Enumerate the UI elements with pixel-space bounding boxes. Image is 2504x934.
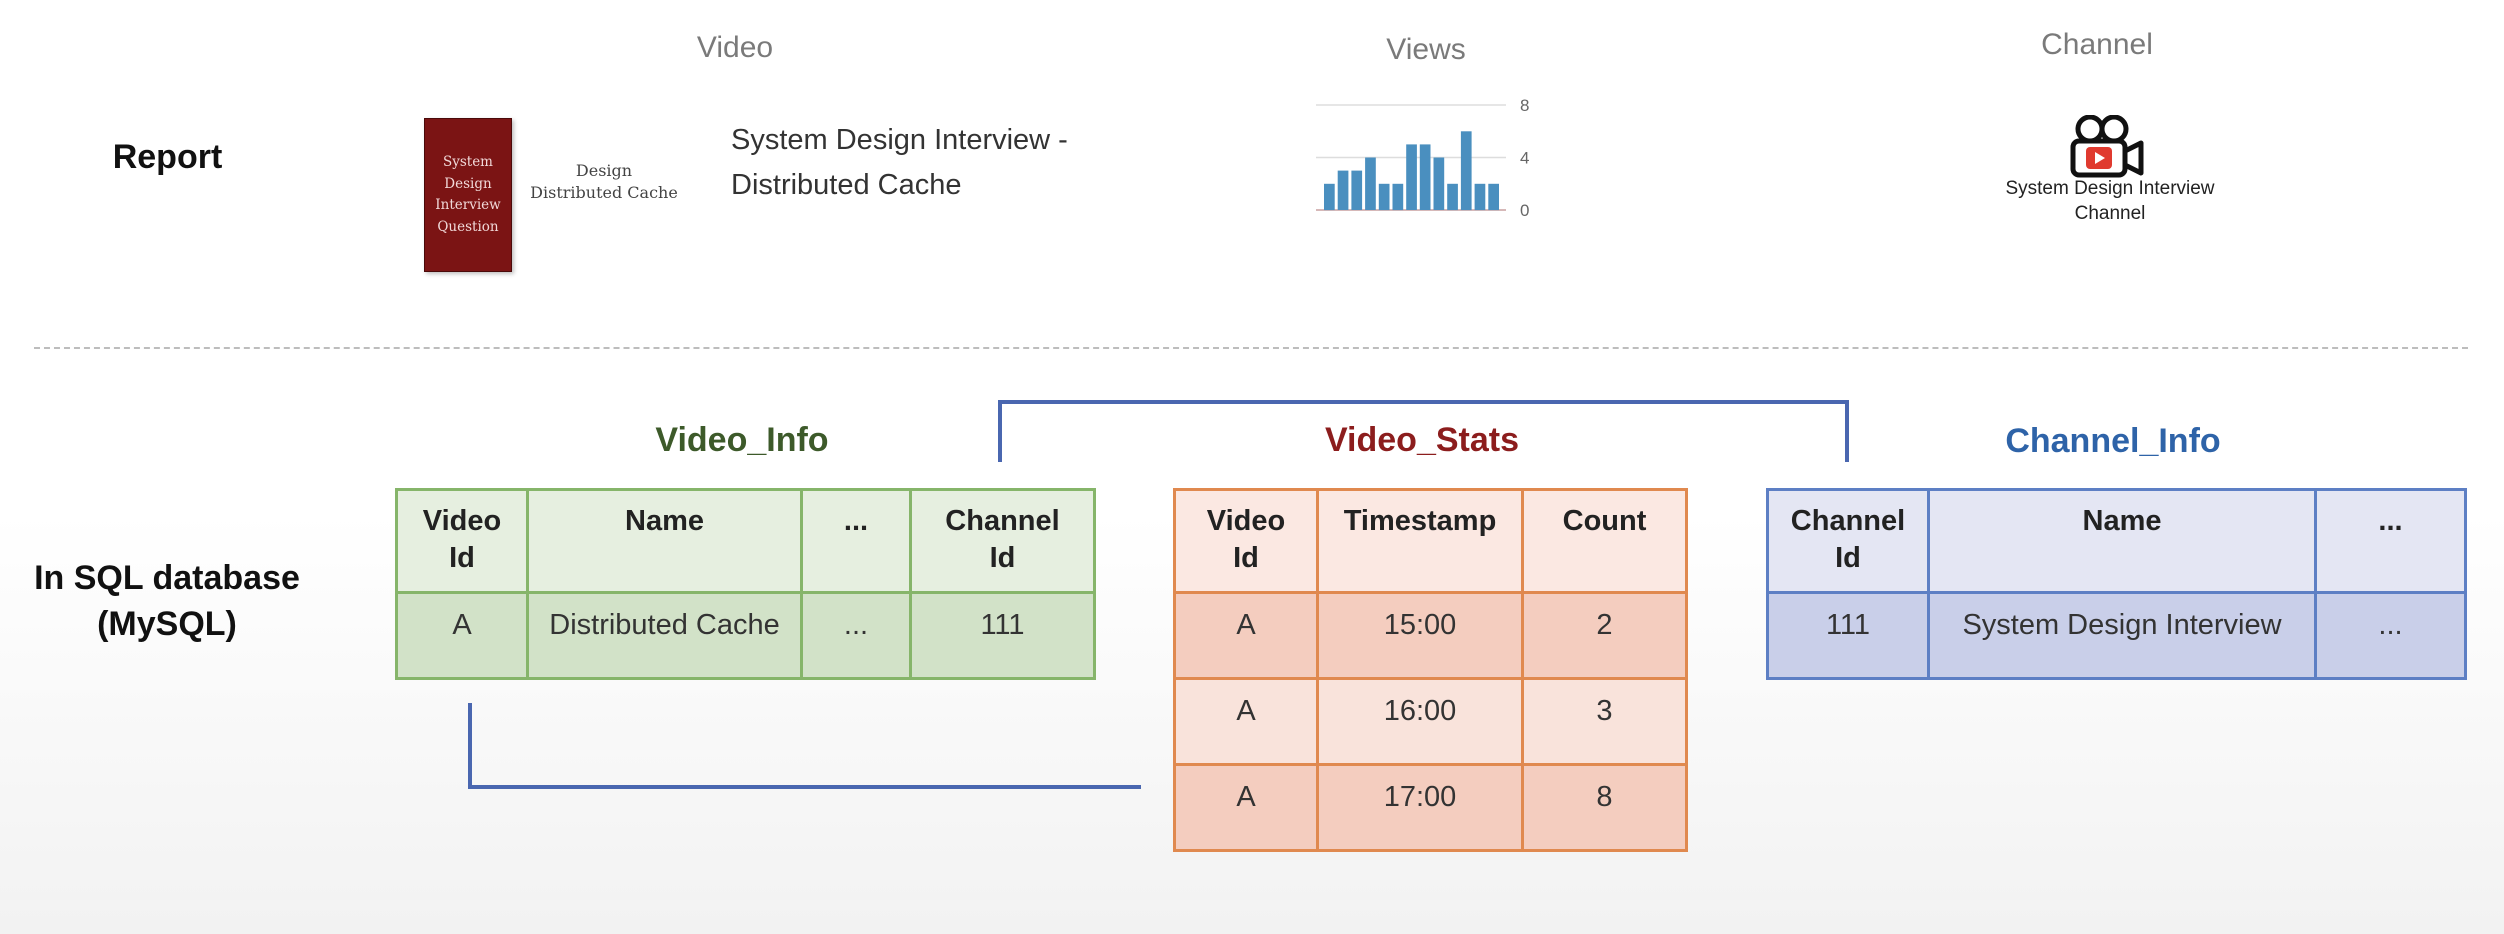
chart-y-tick-label: 4	[1520, 149, 1529, 168]
column-header: ...	[2314, 488, 2467, 594]
section-divider	[34, 347, 2468, 349]
column-header-views: Views	[1386, 33, 1466, 66]
table-cell: A	[1173, 591, 1319, 680]
thumbnail-caption-line: Design	[575, 161, 633, 180]
connector-video-to-stats	[468, 703, 1141, 789]
table-cell: ...	[2314, 591, 2467, 680]
chart-bar	[1365, 157, 1376, 210]
chart-y-tick-label: 0	[1520, 201, 1529, 220]
table-cell: 17:00	[1316, 763, 1524, 852]
table-cell: 2	[1521, 591, 1688, 680]
table-cell: A	[395, 591, 529, 680]
row-header-sql-line2: (MySQL)	[97, 605, 237, 643]
row-header-sql-database: In SQL database (MySQL)	[22, 555, 312, 647]
column-header: Name	[526, 488, 803, 594]
chart-bar	[1406, 144, 1417, 210]
connector-video-to-channel	[998, 400, 1849, 462]
column-header-video: Video	[696, 31, 774, 64]
video-title-line: Distributed Cache	[731, 169, 962, 201]
book-line: Question	[437, 218, 499, 235]
table-cell: 3	[1521, 677, 1688, 766]
video-camera-icon	[2070, 115, 2144, 178]
chart-bar	[1433, 157, 1445, 210]
row-header-report: Report	[112, 138, 223, 176]
book-line: Interview	[435, 197, 501, 213]
chart-bar	[1474, 183, 1486, 211]
table-title-video-stats: Video_Stats	[1324, 421, 1519, 459]
table-cell: 111	[909, 591, 1096, 680]
chart-bar	[1392, 183, 1404, 211]
column-header: Count	[1521, 488, 1688, 594]
chart-bar	[1447, 183, 1458, 211]
table-cell: Distributed Cache	[526, 591, 803, 680]
channel-caption-line: System Design Interview	[2005, 178, 2215, 199]
table-row: A 17:00 8	[1173, 763, 1688, 852]
table-cell: 111	[1766, 591, 1930, 680]
thumbnail-caption: Design Distributed Cache	[524, 160, 684, 204]
chart-bar	[1378, 183, 1390, 211]
column-header-channel: Channel	[2041, 28, 2153, 61]
chart-bar	[1488, 183, 1499, 211]
chart-bar	[1460, 131, 1472, 211]
table-title-video-info: Video_Info	[655, 421, 829, 459]
video-title: System Design Interview - Distributed Ca…	[731, 118, 1151, 208]
book-line: Design	[444, 175, 492, 192]
thumbnail-caption-line: Distributed Cache	[530, 183, 678, 202]
table-cell: System Design Interview	[1927, 591, 2317, 680]
table-cell: 8	[1521, 763, 1688, 852]
chart-bar	[1419, 144, 1431, 210]
video-thumbnail-book: System Design Interview Question	[424, 118, 512, 272]
channel-caption: System Design Interview Channel	[1990, 176, 2230, 226]
table-row: 111 System Design Interview ...	[1766, 591, 2467, 680]
chart-y-tick-label: 8	[1520, 96, 1529, 115]
row-header-sql-line1: In SQL database	[34, 559, 300, 597]
table-row: A 16:00 3	[1173, 677, 1688, 766]
table-cell: ...	[800, 591, 912, 680]
table-cell: 16:00	[1316, 677, 1524, 766]
column-header: Timestamp	[1316, 488, 1524, 594]
column-header: ...	[800, 488, 912, 594]
table-cell: A	[1173, 677, 1319, 766]
table-cell: 15:00	[1316, 591, 1524, 680]
book-line: System	[442, 154, 493, 170]
column-header: Name	[1927, 488, 2317, 594]
channel-caption-line: Channel	[2074, 203, 2146, 224]
table-row: A 15:00 2	[1173, 591, 1688, 680]
table-title-channel-info: Channel_Info	[2005, 422, 2221, 460]
table-row: A Distributed Cache ... 111	[395, 591, 1096, 680]
video-title-line: System Design Interview -	[731, 124, 1068, 156]
chart-bar	[1324, 183, 1335, 211]
views-bar-chart: 8 4 0	[1316, 96, 1529, 220]
chart-bar	[1351, 170, 1363, 210]
chart-y-ticks: 8 4 0	[1520, 96, 1529, 220]
chart-bar	[1337, 170, 1349, 210]
table-cell: A	[1173, 763, 1319, 852]
chart-bars	[1324, 131, 1499, 211]
